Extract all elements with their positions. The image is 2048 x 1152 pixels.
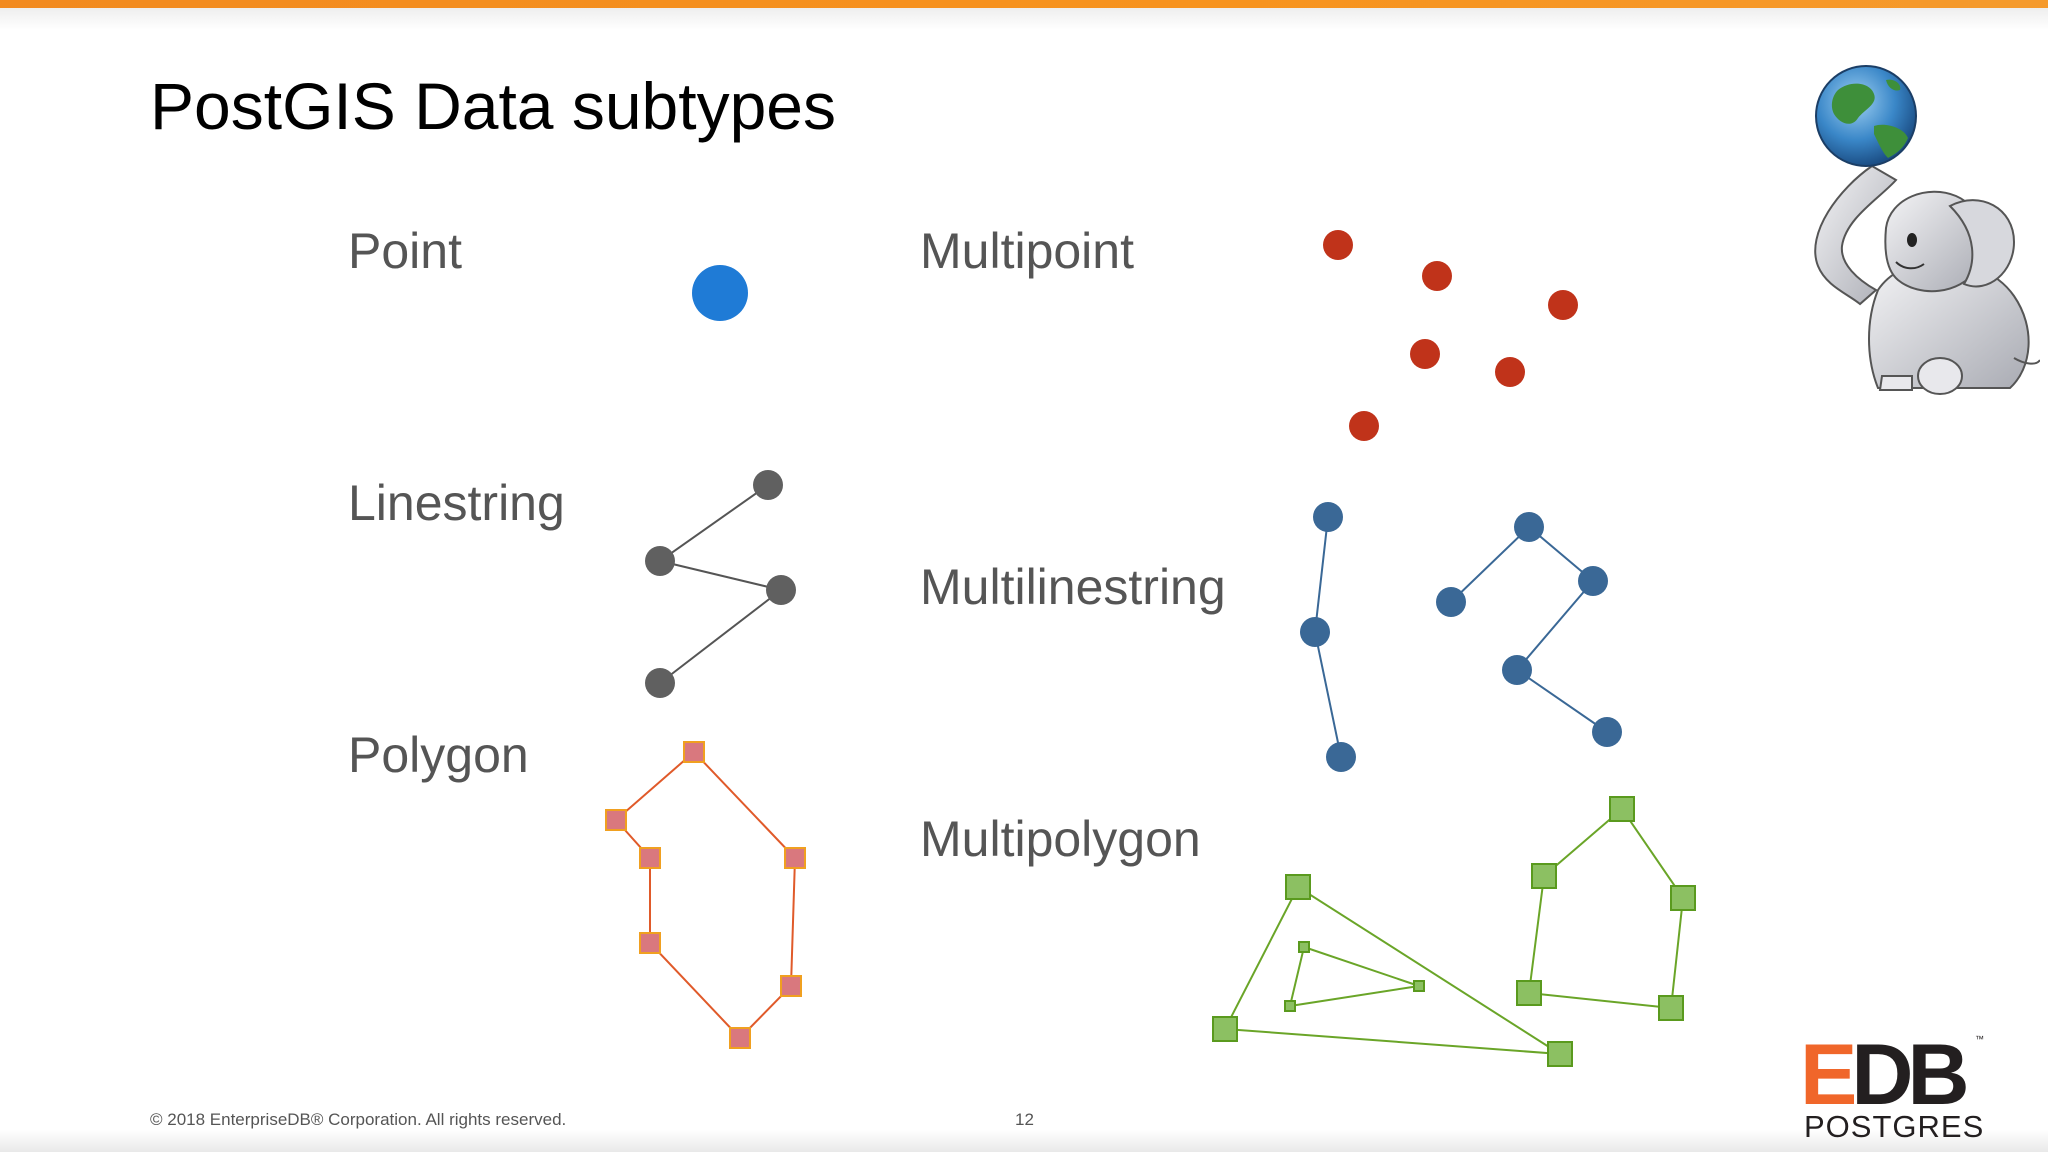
multilinestring-vertex <box>1300 617 1330 647</box>
polygon-label: Polygon <box>348 727 529 783</box>
postgres-wordmark: POSTGRES <box>1804 1109 1985 1144</box>
multipolygon-vertex <box>1547 1041 1573 1067</box>
linestring-vertex <box>645 546 675 576</box>
polygon-vertex <box>780 975 802 997</box>
multipoint-dot <box>1323 230 1353 260</box>
linestring-label: Linestring <box>348 475 565 531</box>
multipolygon-hole-vertex <box>1298 941 1310 953</box>
multipoint-dot <box>1349 411 1379 441</box>
multipoint-dot <box>1495 357 1525 387</box>
multipolygon-vertex <box>1516 980 1542 1006</box>
multilinestring-vertex <box>1592 717 1622 747</box>
linestring-illustration <box>645 470 796 698</box>
multilinestring-vertex <box>1502 655 1532 685</box>
trademark-symbol: ™ <box>1975 1034 1984 1044</box>
polygon-vertex <box>729 1027 751 1049</box>
bottom-shade <box>0 1130 2048 1152</box>
polygon-outline <box>614 750 797 1040</box>
multipolygon-outer-triangle <box>1223 885 1561 1055</box>
edb-letters-db: DB <box>1851 1027 1969 1123</box>
multipolygon-vertex <box>1212 1016 1238 1042</box>
polygon-vertex <box>639 847 661 869</box>
multipolygon-vertex <box>1531 863 1557 889</box>
multilinestring-vertex <box>1514 512 1544 542</box>
multipolygon-vertex <box>1658 995 1684 1021</box>
linestring-line <box>657 484 784 684</box>
polygon-vertex <box>683 741 705 763</box>
edb-wordmark: EDB <box>1800 1032 1970 1118</box>
polygon-illustration <box>605 741 806 1049</box>
multipolygon-pentagon <box>1527 807 1685 1010</box>
top-shade <box>0 8 2048 30</box>
multipoint-illustration <box>1323 230 1578 441</box>
multipolygon-vertex <box>1609 796 1635 822</box>
multipoint-dot <box>1422 261 1452 291</box>
multilinestring-vertex <box>1326 742 1356 772</box>
multipolygon-hole-vertex <box>1413 980 1425 992</box>
point-label: Point <box>348 223 462 279</box>
linestring-vertex <box>645 668 675 698</box>
multipolygon-vertex <box>1670 885 1696 911</box>
multipoint-dot <box>1548 290 1578 320</box>
multipolygon-illustration <box>1212 796 1696 1067</box>
multilinestring-label: Multilinestring <box>920 559 1226 615</box>
point-dot <box>692 265 748 321</box>
multipoint-dot <box>1410 339 1440 369</box>
multilinestring-vertex <box>1578 566 1608 596</box>
edb-postgres-logo: EDB ™ POSTGRES <box>1800 1032 1985 1144</box>
multipoint-label: Multipoint <box>920 223 1134 279</box>
multipolygon-vertex <box>1285 874 1311 900</box>
multipolygon-hole-vertex <box>1284 1000 1296 1012</box>
polygon-vertex <box>784 847 806 869</box>
linestring-vertex <box>766 575 796 605</box>
linestring-vertex <box>753 470 783 500</box>
edb-letter-e: E <box>1800 1027 1857 1123</box>
slide-title: PostGIS Data subtypes <box>150 69 837 143</box>
copyright-notice: © 2018 EnterpriseDB® Corporation. All ri… <box>150 1110 567 1129</box>
multipolygon-inner-hole <box>1288 945 1420 1008</box>
page-number: 12 <box>1015 1110 1034 1129</box>
multilinestring-illustration <box>1300 502 1622 772</box>
postgis-elephant-with-globe-icon <box>1814 65 2040 395</box>
multilinestring-line-2 <box>1450 525 1608 733</box>
multipolygon-label: Multipolygon <box>920 811 1201 867</box>
point-illustration <box>692 265 748 321</box>
multilinestring-vertex <box>1436 587 1466 617</box>
multilinestring-vertex <box>1313 502 1343 532</box>
top-accent-bar <box>0 0 2048 8</box>
polygon-vertex <box>605 809 627 831</box>
polygon-vertex <box>639 932 661 954</box>
